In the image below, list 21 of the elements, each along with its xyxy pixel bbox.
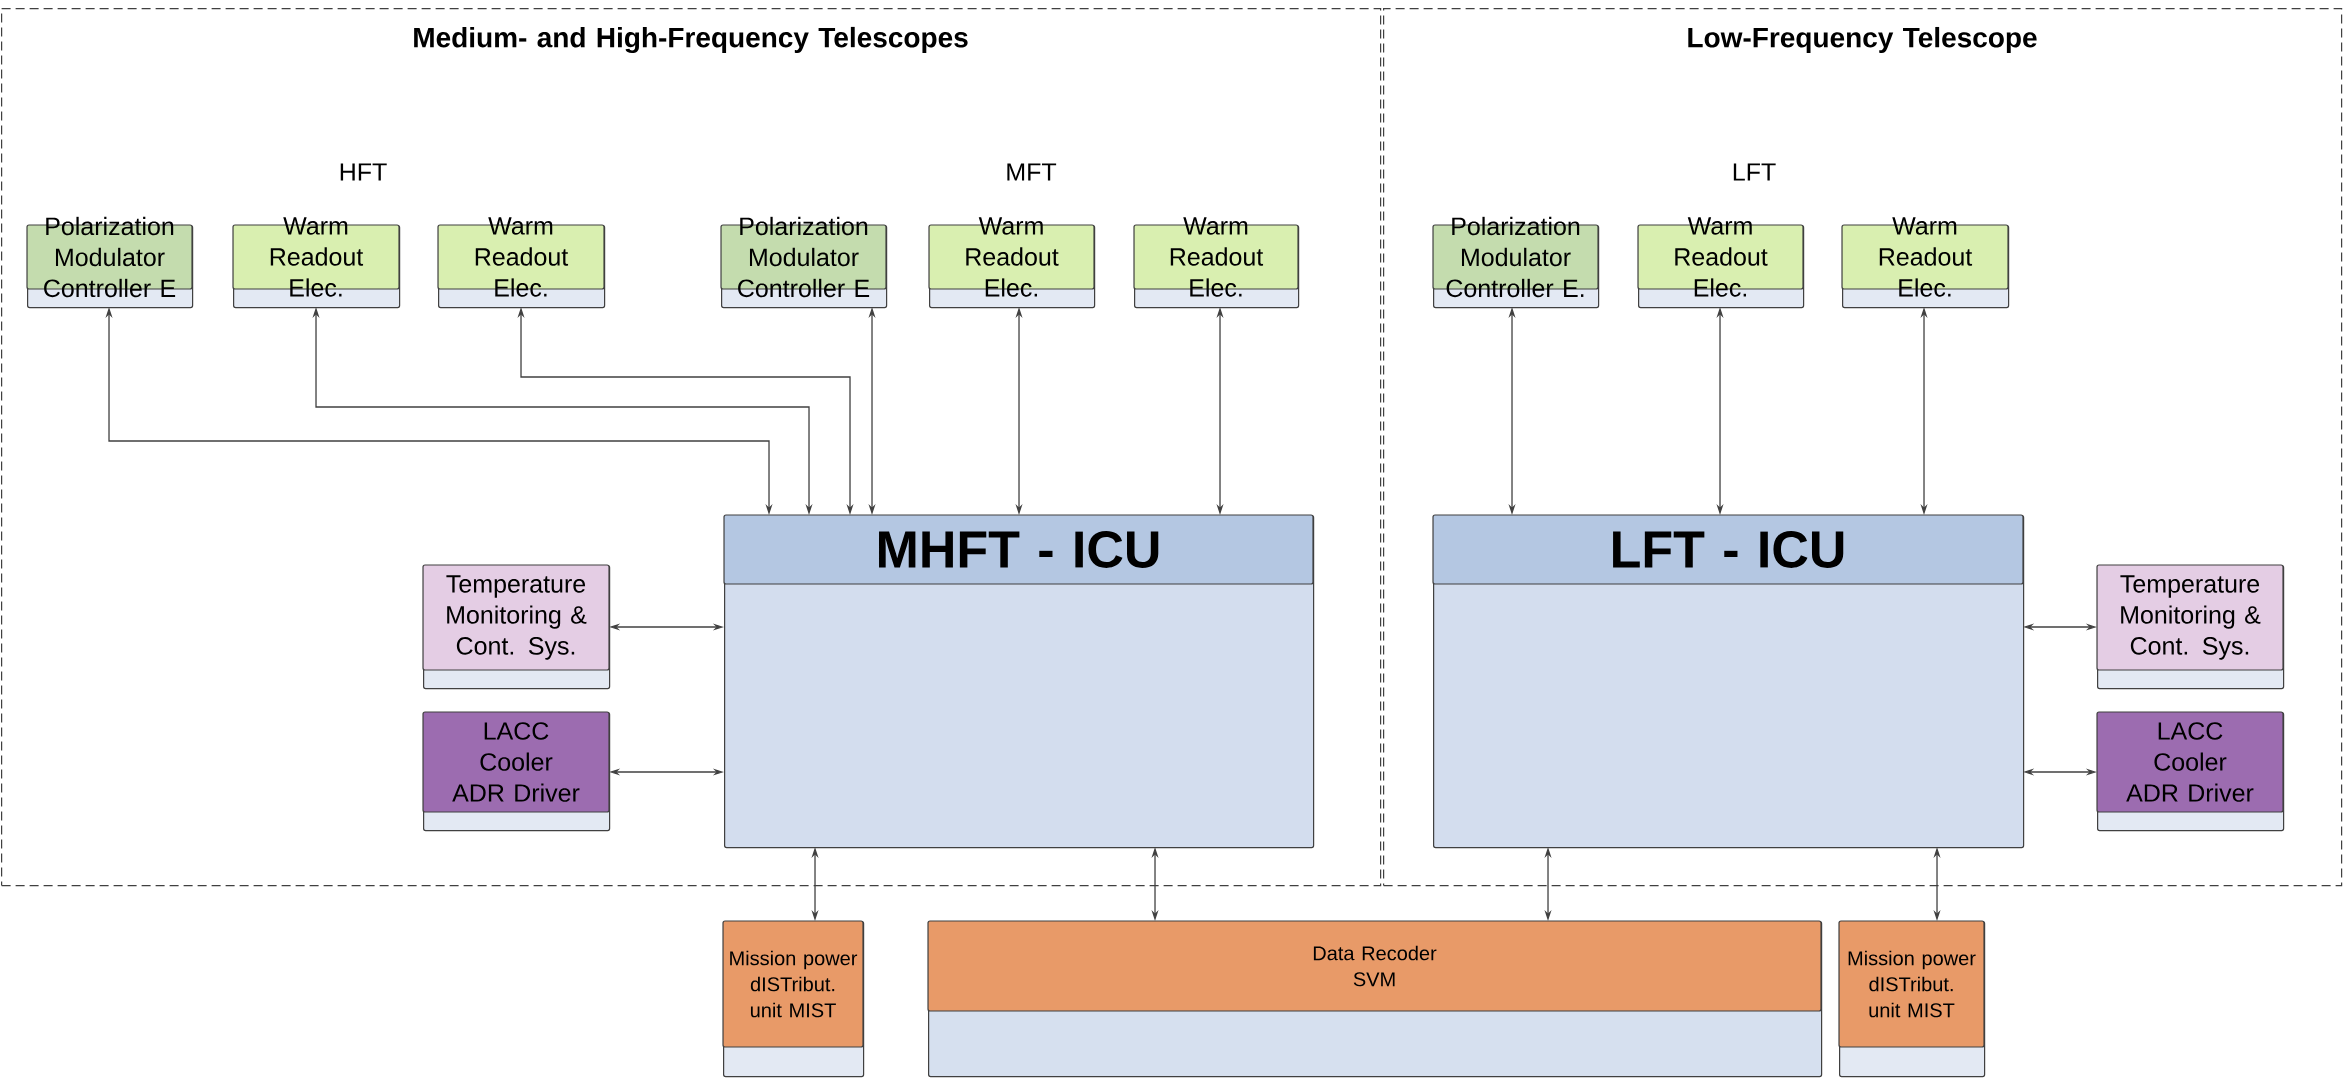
process-box: LACC Cooler ADR Driver — [2096, 711, 2285, 832]
group-label: HFT — [340, 163, 387, 181]
group-label: LFT — [1733, 163, 1776, 181]
process-box: Mission power dISTribut. unit MIST — [722, 920, 865, 1078]
process-box: Warm Readout Elec. — [928, 217, 1096, 309]
process-box: Warm Readout Elec. — [1637, 217, 1805, 309]
process-box: Temperature Monitoring & Cont. Sys. — [2096, 564, 2285, 690]
process-box: Polarization Modulator Controller E — [26, 216, 194, 309]
icu-box: LFT - ICU — [1432, 514, 2025, 849]
process-box: Warm Readout Elec. — [1133, 217, 1300, 309]
process-box: LACC Cooler ADR Driver — [422, 711, 611, 832]
process-box: Temperature Monitoring & Cont. Sys. — [422, 564, 611, 690]
process-box: Warm Readout Elec. — [437, 217, 606, 309]
process-box: Warm Readout Elec. — [1841, 217, 2010, 309]
process-box: Polarization Modulator Controller E — [720, 216, 888, 309]
process-box: Data Recoder SVM — [927, 920, 1823, 1078]
process-box: Polarization Modulator Controller E. — [1432, 216, 1600, 309]
icu-box: MHFT - ICU — [723, 514, 1315, 849]
process-box: Warm Readout Elec. — [232, 217, 401, 309]
group-label: MFT — [1007, 163, 1057, 181]
process-box: Mission power dISTribut. unit MIST — [1838, 920, 1986, 1078]
